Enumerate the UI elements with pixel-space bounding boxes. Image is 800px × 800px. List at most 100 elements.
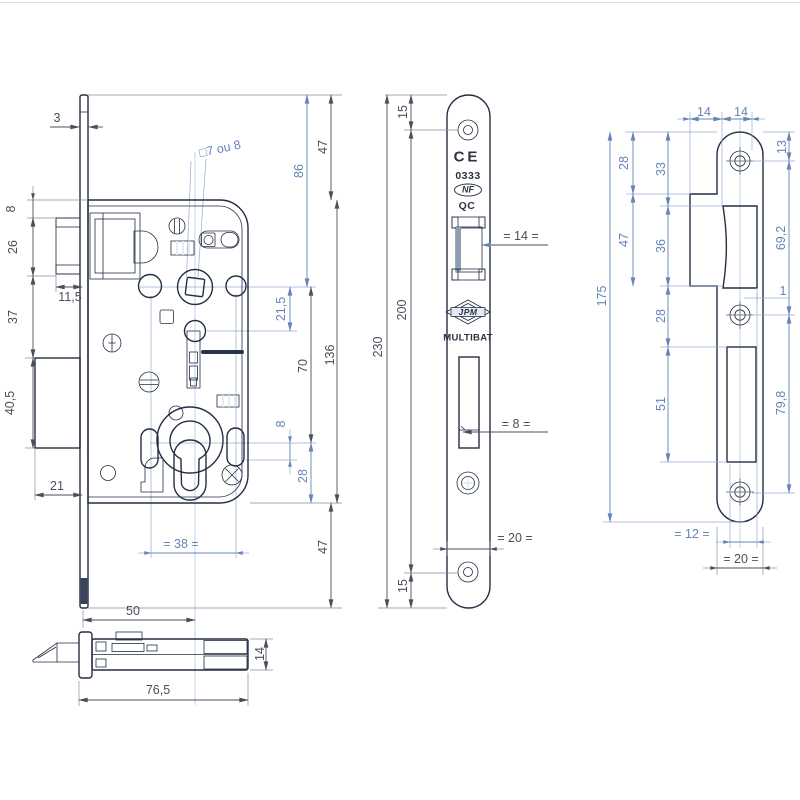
ce-number: 0333 <box>455 169 481 182</box>
dim-strike-cutout-offset: 14 <box>734 104 748 119</box>
dim-bolt-height: 40,5 <box>2 390 17 416</box>
screw-left <box>102 333 122 353</box>
deadbolt-cutout <box>726 346 757 463</box>
dim-bolt-throw: 21 <box>50 478 64 493</box>
dim-case-height: 136 <box>322 344 337 366</box>
hub-left-hole <box>137 273 163 299</box>
faceplate-view <box>378 94 548 609</box>
spindle-follower <box>176 268 214 306</box>
dim-follower-axis: 86 <box>291 164 306 178</box>
jpm-logo-text: JPM <box>458 306 478 317</box>
fixing-slot-left <box>140 428 159 469</box>
spring-slider-bottom <box>216 394 240 408</box>
nf-logo: NF <box>454 183 482 197</box>
dim-bottom-margin: 47 <box>315 540 330 554</box>
latch-housing-inner <box>94 218 136 274</box>
case-end-block-bottom <box>203 655 248 670</box>
latch-housing <box>89 212 159 280</box>
spindle-leader-1 <box>186 160 192 278</box>
dim-top-margin: 47 <box>315 140 330 154</box>
dim-strike-cutout-gap: 28 <box>653 309 668 323</box>
case-end-block-top <box>203 640 248 654</box>
dim-strike-latch-cutout: 36 <box>653 239 668 253</box>
dim-faceplate-thickness: 3 <box>53 110 61 125</box>
stop-mechanism <box>198 230 240 249</box>
dim-case-thickness: 14 <box>252 647 267 661</box>
dim-slot-spacing: = 38 = <box>163 536 199 551</box>
dim-bottom-hole-offset: 15 <box>395 579 410 593</box>
spindle-leader-2 <box>197 158 207 278</box>
hole-bottom-left <box>100 465 116 481</box>
faceplate-front <box>446 94 491 609</box>
latch-bolt-body <box>55 217 81 275</box>
dim-latch-width: = 14 = <box>503 228 539 243</box>
dim-faceplate-width: = 20 = <box>497 530 533 545</box>
latch-cutout <box>722 205 758 289</box>
dim-cylinder-to-bottom: 28 <box>295 469 310 483</box>
lever-pin <box>183 319 207 343</box>
dim-strike-cutout-width: = 12 = <box>674 526 710 541</box>
lock-lever <box>186 330 201 389</box>
dim-strike-bolt-cutout: 51 <box>653 397 668 411</box>
faceplate-bottom-hole <box>457 561 479 583</box>
dim-strike-height: 175 <box>594 285 609 307</box>
dim-latch-height: 26 <box>5 240 20 254</box>
cylinder-fixing-pin <box>168 405 184 421</box>
dim-top-hole-offset: 15 <box>395 105 410 119</box>
deadbolt <box>34 357 81 449</box>
square-hole-small <box>159 309 174 324</box>
dim-strike-hole-spacing-top: 69,2 <box>773 225 788 251</box>
follower-boss-section <box>115 631 143 641</box>
latch-bolt-top-bevel <box>55 217 81 228</box>
faceplate-bottom-cap <box>80 578 88 604</box>
screw-top <box>168 217 186 235</box>
dim-strike-top-hole: 13 <box>774 140 789 154</box>
strike-hole-middle <box>726 301 754 329</box>
latch-cam-bump <box>133 230 159 264</box>
dim-latch-to-bolt: 37 <box>5 310 20 324</box>
dim-latch-top-offset: 8 <box>3 205 18 213</box>
latch-tip-section <box>32 642 80 663</box>
dim-strike-top-to-lip: 28 <box>616 156 631 170</box>
dim-cylinder-offset: 8 <box>273 420 288 428</box>
jpm-logo <box>445 299 491 325</box>
faceplate-edge <box>79 94 89 609</box>
latch-bolt <box>55 217 81 275</box>
dim-axis-distance: 70 <box>295 359 310 373</box>
screw-middle <box>138 371 160 393</box>
stop-pawl <box>140 457 164 493</box>
hub-right-hole <box>225 275 247 297</box>
faceplate-section <box>78 631 93 679</box>
dim-faceplate-height: 230 <box>370 336 385 358</box>
ce-mark: CE <box>453 148 481 166</box>
screw-bottom-right <box>221 464 243 486</box>
model-name: MULTIBAT <box>443 332 493 344</box>
faceplate-top-hole <box>457 119 479 141</box>
dim-strike-lip-width: 14 <box>697 104 711 119</box>
dim-case-depth: 76,5 <box>145 682 171 697</box>
cylinder-pear <box>173 439 207 501</box>
spring-slider-top <box>170 240 195 256</box>
dim-strike-hole-spacing-bottom: 79,8 <box>773 390 788 416</box>
dim-hole-spacing: 200 <box>394 299 409 321</box>
bottom-view <box>32 631 273 706</box>
latch-bolt-bottom-bevel <box>55 264 81 275</box>
spindle-square-hole <box>184 276 206 298</box>
euro-profile-keyhole <box>169 420 211 492</box>
cylinder-rosette <box>156 406 224 474</box>
faceplate-screw-hole <box>456 471 480 495</box>
top-divider <box>0 2 800 3</box>
fixing-slot-right <box>226 427 245 467</box>
cylinder-opening <box>156 405 224 501</box>
strike-hole-top <box>726 147 754 175</box>
dim-latch-protrusion: 11,5 <box>58 289 82 304</box>
dim-backset: 50 <box>126 603 140 618</box>
dim-strike-width: = 20 = <box>723 551 759 566</box>
front-view <box>25 94 342 705</box>
qc-mark: QC <box>458 199 476 212</box>
dim-strike-offset-1: 1 <box>779 283 787 298</box>
strike-plate <box>689 131 764 523</box>
lever-arm <box>201 350 244 354</box>
